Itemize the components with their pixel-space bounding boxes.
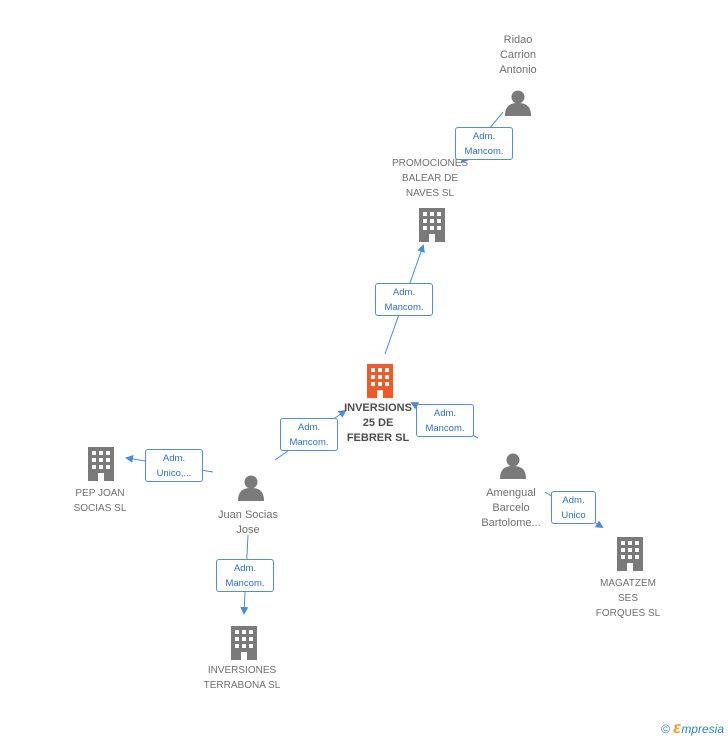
edge-label-line: Unico [561,510,586,521]
brand-e-glyph: ℇ [672,722,682,736]
person-icon[interactable] [238,475,264,502]
node-label-ridao[interactable]: Ridao Carrion Antonio [499,33,536,78]
edge-label-line: Mancom. [225,578,265,589]
edge-label-line: Adm. [233,563,257,574]
building-icon[interactable] [88,447,114,481]
building-icon[interactable] [367,364,393,398]
label-line: SOCIAS SL [73,503,127,514]
edge-label-amengual-inversions[interactable]: Adm. Mancom. [416,404,474,437]
edge-label-juan-inversions[interactable]: Adm. Mancom. [280,418,338,451]
edge-label-line: Mancom. [384,302,424,313]
label-line: 25 DE [362,417,394,429]
label-line: Juan Socias [218,509,278,521]
edge-label-juan-terrabona[interactable]: Adm. Mancom. [216,559,274,592]
edge-label-juan-pepjoan[interactable]: Adm. Unico,... [145,449,203,482]
label-line: Jose [236,524,260,536]
edge-label-line: Adm. [433,408,457,419]
label-line: FORQUES SL [595,608,661,619]
brand-name: mpresia [681,722,724,736]
edge-label-line: Adm. [562,495,585,506]
building-icon[interactable] [419,208,445,242]
copyright-icon: © [661,722,670,736]
edge-label-line: Adm. [392,287,416,298]
edge-label-inversions-promociones[interactable]: Adm. Mancom. [375,283,433,316]
node-label-inversions-25-de-febrer[interactable]: INVERSIONS 25 DE FEBRER SL [344,401,412,446]
label-line: PEP JOAN [75,488,125,499]
label-line: Amengual [486,487,536,499]
edge-label-line: Adm. [472,131,496,142]
brand-logo[interactable]: ©ℇmpresia [661,722,724,736]
node-label-magatzem[interactable]: MAGATZEM SES FORQUES SL [596,576,660,621]
edge-label-line: Mancom. [289,437,329,448]
label-line: Bartolome... [481,517,541,529]
edge-label-ridao-promociones[interactable]: Adm. Mancom. [455,127,513,160]
node-label-amengual[interactable]: Amengual Barcelo Bartolome... [481,486,540,531]
label-line: NAVES SL [405,188,455,199]
label-line: PROMOCIONES [391,158,469,169]
label-line: Antonio [499,64,537,76]
label-line: BALEAR DE [401,173,459,184]
label-line: Carrion [499,49,537,61]
edge-label-line: Adm. [297,422,321,433]
edge-label-line: Mancom. [425,423,465,434]
edge-label-line: Unico,... [156,468,192,479]
edge-label-line: Mancom. [464,146,504,157]
person-icon[interactable] [500,453,526,480]
label-line: Ridao [503,34,533,46]
person-icon[interactable] [505,90,531,117]
building-icon[interactable] [617,537,643,571]
label-line: INVERSIONS [344,402,412,414]
node-label-promociones[interactable]: PROMOCIONES BALEAR DE NAVES SL [392,156,468,201]
node-label-juan-socias[interactable]: Juan Socias Jose [218,508,278,538]
label-line: FEBRER SL [346,432,410,444]
label-line: Barcelo [492,502,530,514]
label-line: TERRABONA SL [203,680,281,691]
label-line: MAGATZEM [600,578,656,589]
edge-label-amengual-magatzem[interactable]: Adm. Unico [551,491,596,524]
building-icon[interactable] [231,626,257,660]
label-line: SES [617,593,638,604]
label-line: INVERSIONES [207,665,277,676]
edge-label-line: Adm. [162,453,186,464]
node-label-pep-joan[interactable]: PEP JOAN SOCIAS SL [74,486,127,516]
node-label-terrabona[interactable]: INVERSIONES TERRABONA SL [204,663,281,693]
